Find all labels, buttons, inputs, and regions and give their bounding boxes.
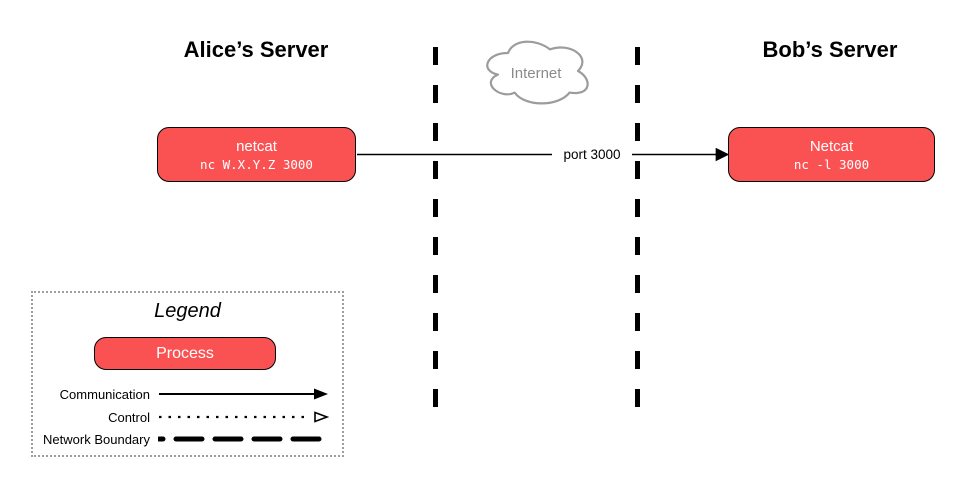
alice-server-title: Alice’s Server [183, 37, 329, 62]
process-name: netcat [236, 137, 277, 155]
cloud-shape [486, 40, 589, 105]
bob-netcat-process: Netcat nc -l 3000 [728, 127, 935, 182]
internet-label: Internet [510, 65, 562, 82]
internet-cloud-icon [486, 40, 589, 105]
legend-title: Legend [154, 300, 221, 322]
process-command: nc -l 3000 [793, 156, 870, 172]
bob-server-title: Bob’s Server [762, 37, 898, 62]
port-label: port 3000 [552, 146, 632, 163]
legend-item-label: Communication [59, 387, 150, 402]
process-name: Netcat [809, 137, 854, 155]
legend-item-label: Control [108, 410, 150, 425]
thick-dashed-line-icon [158, 436, 330, 442]
dotted-arrow-icon [159, 411, 330, 423]
legend-box: Legend Process Communication Control Net… [31, 291, 344, 457]
solid-arrow-icon [159, 388, 328, 400]
alice-netcat-process: netcat nc W.X.Y.Z 3000 [157, 127, 356, 182]
legend-process-sample: Process [94, 337, 276, 370]
legend-process-label: Process [156, 344, 214, 362]
process-command: nc W.X.Y.Z 3000 [200, 156, 313, 172]
legend-item-label: Network Boundary [43, 432, 150, 447]
